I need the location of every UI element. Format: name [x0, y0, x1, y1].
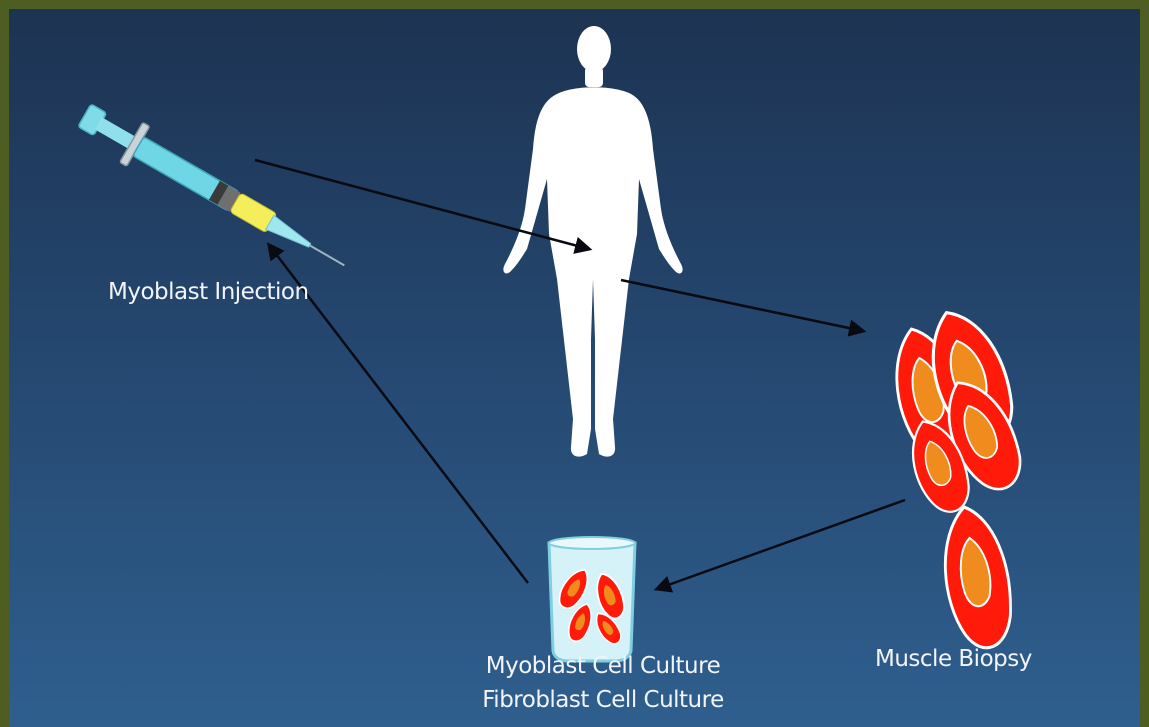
beaker-icon — [549, 537, 635, 661]
human-figure-icon — [503, 26, 682, 457]
cell-culture-label: Myoblast Cell Culture Fibroblast Cell Cu… — [453, 653, 753, 714]
muscle-cells-icon — [882, 301, 1033, 653]
slide: Myoblast Injection Muscle Biopsy Myoblas… — [9, 9, 1140, 727]
arrow-body-to-biopsy — [621, 280, 863, 331]
myoblast-cell-culture-label: Myoblast Cell Culture — [453, 653, 753, 681]
syringe-icon — [73, 95, 356, 285]
muscle-biopsy-label: Muscle Biopsy — [875, 646, 1032, 674]
fibroblast-cell-culture-label: Fibroblast Cell Culture — [453, 687, 753, 715]
cycle-diagram — [9, 9, 1140, 727]
myoblast-injection-label: Myoblast Injection — [108, 279, 309, 307]
arrow-biopsy-to-culture — [657, 500, 905, 589]
